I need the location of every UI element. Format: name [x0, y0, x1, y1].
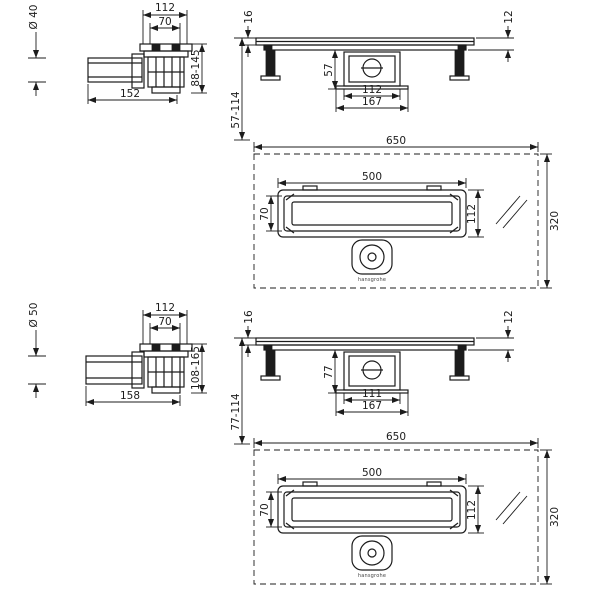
bottom-front-dimensions — [234, 326, 514, 445]
top-plan-view: 650 500 70 112 320 hansgrohe — [253, 135, 561, 289]
top-side-dimensions — [28, 10, 207, 104]
brand-mark-bottom: hansgrohe — [358, 573, 386, 579]
top-front-dimensions — [234, 26, 514, 141]
bottom-plan-dimensions — [253, 438, 552, 585]
dim-top-plan-cutout-length: 650 — [386, 135, 406, 147]
dim-top-front-depth-range: 57-114 — [230, 91, 242, 129]
top-front-view: 16 12 57 112 167 57-114 — [230, 10, 515, 141]
top-plan-part-geometry — [277, 185, 467, 275]
dim-top-plan-cutout-width: 320 — [549, 211, 561, 231]
dim-top-front-flange-height: 16 — [243, 10, 255, 24]
bottom-side-dimensions — [28, 310, 207, 406]
dim-bottom-front-flange-width: 167 — [362, 400, 382, 412]
dim-top-front-trap-width: 112 — [362, 84, 382, 96]
top-front-part-geometry — [255, 37, 475, 90]
top-side-part-geometry — [87, 43, 193, 94]
bottom-plan-view: 650 500 70 112 320 hansgrohe — [253, 431, 561, 585]
dim-bottom-front-grate-height: 12 — [503, 310, 515, 323]
dim-top-side-length: 152 — [120, 88, 140, 100]
dim-bottom-plan-cutout-length: 650 — [386, 431, 406, 443]
dim-bottom-plan-cutout-width: 320 — [549, 507, 561, 527]
bottom-side-view: 112 70 Ø 50 108-165 158 — [28, 302, 207, 406]
dim-bottom-side-inner-width: 70 — [158, 316, 171, 328]
dim-top-front-trap-depth: 57 — [323, 63, 335, 76]
bottom-front-part-geometry — [255, 337, 475, 394]
dim-top-side-inner-width: 70 — [158, 16, 171, 28]
dim-bottom-side-height-range: 108-165 — [190, 346, 202, 390]
dim-top-side-outer-width: 112 — [155, 2, 175, 14]
dim-bottom-front-flange-height: 16 — [243, 310, 255, 324]
bottom-front-view: 16 12 77 111 167 77-114 — [230, 310, 515, 445]
dim-bottom-side-pipe-diameter: Ø 50 — [28, 303, 40, 328]
dim-top-side-pipe-diameter: Ø 40 — [28, 5, 40, 30]
dim-top-front-flange-width: 167 — [362, 96, 382, 108]
dim-top-front-grate-height: 12 — [503, 10, 515, 23]
dim-bottom-plan-channel-length: 500 — [362, 467, 382, 479]
dim-top-plan-outer-width: 112 — [466, 204, 478, 224]
dim-bottom-front-trap-depth: 77 — [323, 365, 335, 378]
brand-mark-top: hansgrohe — [358, 277, 386, 283]
bottom-plan-part-geometry — [277, 481, 467, 571]
dim-top-plan-channel-length: 500 — [362, 171, 382, 183]
dim-bottom-front-depth-range: 77-114 — [230, 393, 242, 431]
top-side-view: 112 70 Ø 40 88-145 152 — [28, 2, 207, 104]
dim-bottom-side-outer-width: 112 — [155, 302, 175, 314]
dim-top-plan-inner-width: 70 — [259, 207, 271, 220]
dim-bottom-plan-outer-width: 112 — [466, 500, 478, 520]
dim-top-side-height-range: 88-145 — [190, 49, 202, 86]
bottom-plan-cutout-outline — [253, 449, 539, 585]
dim-bottom-plan-inner-width: 70 — [259, 503, 271, 516]
dim-bottom-front-trap-width: 111 — [362, 388, 382, 400]
bottom-side-part-geometry — [85, 343, 193, 394]
top-plan-cutout-outline — [253, 153, 539, 289]
top-plan-dimensions — [253, 142, 552, 289]
dim-bottom-side-length: 158 — [120, 390, 140, 402]
